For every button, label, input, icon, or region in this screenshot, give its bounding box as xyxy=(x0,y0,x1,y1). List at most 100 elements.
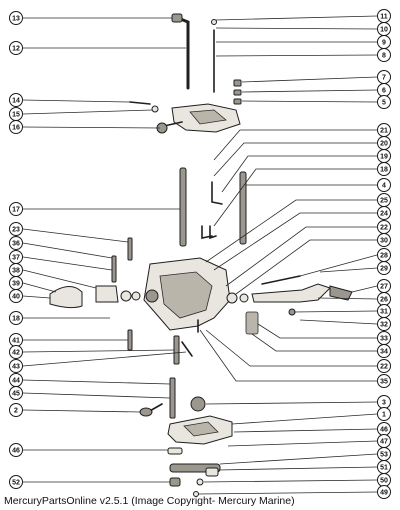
leader-25 xyxy=(205,199,377,263)
thumb-screw-16 xyxy=(163,121,183,127)
callout-right-4[interactable]: 4 xyxy=(382,183,386,190)
callout-left-52-circle xyxy=(9,475,23,489)
callout-right-6[interactable]: 6 xyxy=(382,88,386,95)
callout-right-18-circle xyxy=(377,162,391,176)
callout-left-37[interactable]: 37 xyxy=(12,255,20,262)
callout-right-4-circle xyxy=(377,178,391,192)
callout-right-22[interactable]: 22 xyxy=(380,364,388,371)
callout-right-33[interactable]: 33 xyxy=(380,336,388,343)
parts-artwork xyxy=(49,13,353,497)
leader-43 xyxy=(22,351,187,367)
callout-left-12[interactable]: 12 xyxy=(12,46,20,53)
callout-left-38[interactable]: 38 xyxy=(12,268,20,275)
leader-10 xyxy=(215,27,378,30)
callout-right-47[interactable]: 47 xyxy=(380,439,388,446)
callout-left-15[interactable]: 15 xyxy=(12,112,20,119)
callout-right-5[interactable]: 5 xyxy=(382,100,386,107)
callout-right-34[interactable]: 34 xyxy=(380,349,388,356)
callout-right-1[interactable]: 1 xyxy=(382,412,386,419)
callout-left-42[interactable]: 42 xyxy=(12,350,20,357)
rod-knob xyxy=(171,13,183,23)
leader-28 xyxy=(299,254,378,277)
callout-right-7[interactable]: 7 xyxy=(382,75,386,82)
callout-right-24[interactable]: 24 xyxy=(380,211,388,218)
bolt-42 xyxy=(173,335,180,365)
leader-16 xyxy=(22,126,161,129)
leader-23 xyxy=(22,228,129,243)
callout-right-22[interactable]: 22 xyxy=(380,225,388,232)
callout-right-27[interactable]: 27 xyxy=(380,284,388,291)
callout-right-21[interactable]: 21 xyxy=(380,128,388,135)
callout-left-17[interactable]: 17 xyxy=(12,207,20,214)
callout-right-29[interactable]: 29 xyxy=(380,266,388,273)
callout-left-40[interactable]: 40 xyxy=(12,294,20,301)
callout-right-9[interactable]: 9 xyxy=(382,40,386,47)
callout-right-20[interactable]: 20 xyxy=(380,141,388,148)
callout-right-1-circle xyxy=(377,407,391,421)
callout-right-10[interactable]: 10 xyxy=(380,27,388,34)
callout-left-46[interactable]: 46 xyxy=(12,448,20,455)
long-rod-17 xyxy=(179,167,187,247)
callout-right-31[interactable]: 31 xyxy=(380,309,388,316)
callout-right-35-circle xyxy=(377,374,391,388)
callout-right-53[interactable]: 53 xyxy=(380,452,388,459)
callout-right-34-circle xyxy=(377,344,391,358)
callout-left-13[interactable]: 13 xyxy=(12,16,20,23)
leader-6 xyxy=(241,89,378,93)
lower-bracket-shade xyxy=(183,421,219,437)
callout-right-11[interactable]: 11 xyxy=(380,14,388,21)
spring-43 xyxy=(181,341,193,357)
callouts-right: 1110987652120191842524223028292726313233… xyxy=(377,9,391,499)
leader-22b xyxy=(205,329,377,367)
callout-left-23[interactable]: 23 xyxy=(12,227,20,234)
callout-right-19[interactable]: 19 xyxy=(380,154,388,161)
callout-left-39[interactable]: 39 xyxy=(12,281,20,288)
leader-7 xyxy=(241,76,378,83)
leader-lines xyxy=(22,15,378,495)
nut-50 xyxy=(196,478,204,486)
leader-3 xyxy=(205,401,378,405)
tiller-arm xyxy=(251,283,331,303)
callout-left-23-circle xyxy=(9,222,23,236)
callout-left-16-circle xyxy=(9,120,23,134)
callout-right-30[interactable]: 30 xyxy=(380,238,388,245)
callout-right-8[interactable]: 8 xyxy=(382,53,386,60)
callout-left-16[interactable]: 16 xyxy=(12,125,20,132)
callout-right-46[interactable]: 46 xyxy=(380,427,388,434)
main-casting-shade xyxy=(159,271,213,319)
callout-right-50[interactable]: 50 xyxy=(380,478,388,485)
leader-39 xyxy=(22,282,57,293)
callout-right-28[interactable]: 28 xyxy=(380,253,388,260)
callout-left-14[interactable]: 14 xyxy=(12,98,20,105)
pin-23 xyxy=(127,237,133,261)
leader-1 xyxy=(231,413,378,425)
callout-left-52[interactable]: 52 xyxy=(12,480,20,487)
callout-left-36[interactable]: 36 xyxy=(12,241,20,248)
callout-right-26[interactable]: 26 xyxy=(380,297,388,304)
callout-right-18[interactable]: 18 xyxy=(380,167,388,174)
nut-7 xyxy=(233,79,242,87)
callout-left-18[interactable]: 18 xyxy=(12,316,20,323)
callout-right-35[interactable]: 35 xyxy=(380,379,388,386)
callout-right-3[interactable]: 3 xyxy=(382,400,386,407)
callout-right-51[interactable]: 51 xyxy=(380,465,388,472)
leader-14 xyxy=(22,99,131,103)
callout-left-43[interactable]: 43 xyxy=(12,364,20,371)
leader-8 xyxy=(215,54,378,57)
copyright-footer: MercuryPartsOnline v2.5.1 (Image Copyrig… xyxy=(4,495,295,507)
callout-left-44[interactable]: 44 xyxy=(12,378,20,385)
callout-left-45[interactable]: 45 xyxy=(12,391,20,398)
callout-right-32[interactable]: 32 xyxy=(380,322,388,329)
leader-42 xyxy=(22,349,175,353)
leader-19 xyxy=(221,155,377,193)
leader-24 xyxy=(213,212,377,271)
callout-right-49[interactable]: 49 xyxy=(380,490,388,497)
callout-left-2[interactable]: 2 xyxy=(14,408,18,415)
leader-44 xyxy=(22,379,171,385)
callout-left-41[interactable]: 41 xyxy=(12,338,20,345)
thumb-screw-2-head xyxy=(139,407,153,417)
leader-35 xyxy=(199,329,377,382)
saddle-38 xyxy=(95,285,119,303)
callout-left-43-circle xyxy=(9,359,23,373)
callout-right-25[interactable]: 25 xyxy=(380,198,388,205)
